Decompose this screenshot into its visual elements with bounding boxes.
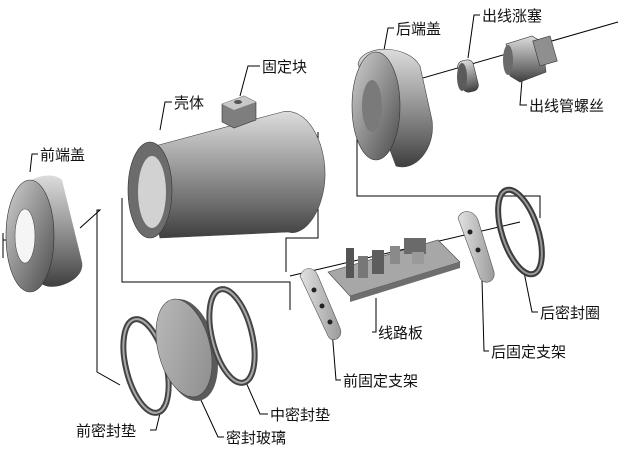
leader-sealing-glass	[199, 397, 224, 438]
housing-link-line	[121, 198, 291, 310]
mid-gasket-part	[206, 286, 258, 386]
label-rear-cap: 后端盖	[396, 20, 441, 38]
front-bracket-part	[299, 268, 342, 340]
leader-housing	[159, 101, 172, 131]
leader-mid-gasket	[244, 379, 268, 415]
rear-bracket-part	[457, 211, 495, 283]
label-housing: 壳体	[174, 94, 204, 112]
leader-front-cap	[29, 153, 38, 173]
sealing-glass-part	[155, 298, 218, 401]
label-cable-thread: 出线管螺丝	[529, 97, 604, 115]
leader-rear-cap	[383, 27, 394, 51]
label-leaders	[29, 14, 538, 438]
label-rear-seal-ring: 后密封圈	[540, 304, 600, 322]
leader-cable-thread	[519, 79, 527, 106]
circuit-board-part	[327, 238, 461, 302]
front-cap-link-line	[79, 209, 121, 386]
rear-cap-part	[351, 48, 433, 168]
label-front-gasket: 前密封垫	[76, 422, 136, 440]
cable-gland-part	[457, 59, 479, 93]
part-labels: 后端盖 出线涨塞 固定块 壳体 出线管螺丝 前端盖 后密封圈 线路板 后固定支架…	[40, 7, 604, 447]
label-front-cap: 前端盖	[40, 146, 85, 164]
housing-part	[127, 111, 326, 239]
front-cap-part	[5, 175, 83, 293]
rear-cap-link-line	[356, 118, 541, 218]
rear-seal-ring-part	[495, 186, 545, 278]
label-sealing-glass: 密封玻璃	[226, 429, 286, 447]
label-mid-gasket: 中密封垫	[270, 406, 330, 424]
label-mount-block: 固定块	[262, 58, 307, 76]
leader-mount-block	[239, 65, 260, 97]
label-circuit-board: 线路板	[378, 324, 423, 342]
leader-front-bracket	[331, 329, 341, 381]
cable-thread-part	[503, 35, 558, 83]
label-cable-gland: 出线涨塞	[482, 7, 542, 25]
leader-circuit-board	[372, 298, 377, 333]
leader-rear-seal-ring	[523, 271, 538, 313]
leader-cable-gland	[467, 14, 480, 59]
label-front-bracket: 前固定支架	[343, 372, 418, 390]
leader-rear-bracket	[481, 279, 489, 352]
label-rear-bracket: 后固定支架	[491, 343, 566, 361]
mount-block-part	[221, 95, 257, 129]
